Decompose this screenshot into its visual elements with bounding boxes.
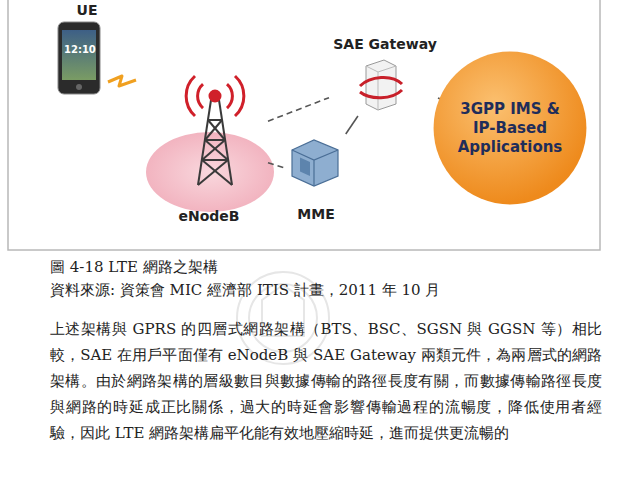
figure-frame xyxy=(8,0,600,250)
figure-caption: 圖 4-18 LTE 網路之架構 xyxy=(50,258,590,277)
node-label: UE xyxy=(77,2,98,18)
dashed-link xyxy=(268,163,285,168)
mme-node: MME xyxy=(285,134,347,222)
cell-area xyxy=(146,132,274,212)
tower-icon xyxy=(198,100,232,185)
mme-icon xyxy=(292,140,338,186)
base-station-node: eNodeB xyxy=(150,64,268,224)
dashed-link xyxy=(268,98,329,122)
node-label: MME xyxy=(297,206,334,222)
node-label: SAE Gateway xyxy=(333,36,437,52)
node-label: 3GPP IMS & IP-Based Applications xyxy=(454,100,566,157)
phone-icon xyxy=(58,22,100,94)
gateway-node: SAE Gateway xyxy=(329,36,441,116)
antenna-waves xyxy=(186,76,244,116)
gateway-icon xyxy=(360,60,402,110)
application-circle: 3GPP IMS & IP-Based Applications xyxy=(432,50,588,206)
phone-clock: 12:10 xyxy=(64,44,94,55)
network-link xyxy=(346,116,358,134)
radio-link xyxy=(108,76,136,86)
source-note: 資料來源: 資策會 MIC 經濟部 ITIS 計畫，2011 年 10 月 xyxy=(50,281,610,300)
node-label: eNodeB xyxy=(178,208,239,224)
body-paragraph: 上述架構與 GPRS 的四層式網路架構（BTS、BSC、SGSN 與 GGSN … xyxy=(50,316,602,446)
